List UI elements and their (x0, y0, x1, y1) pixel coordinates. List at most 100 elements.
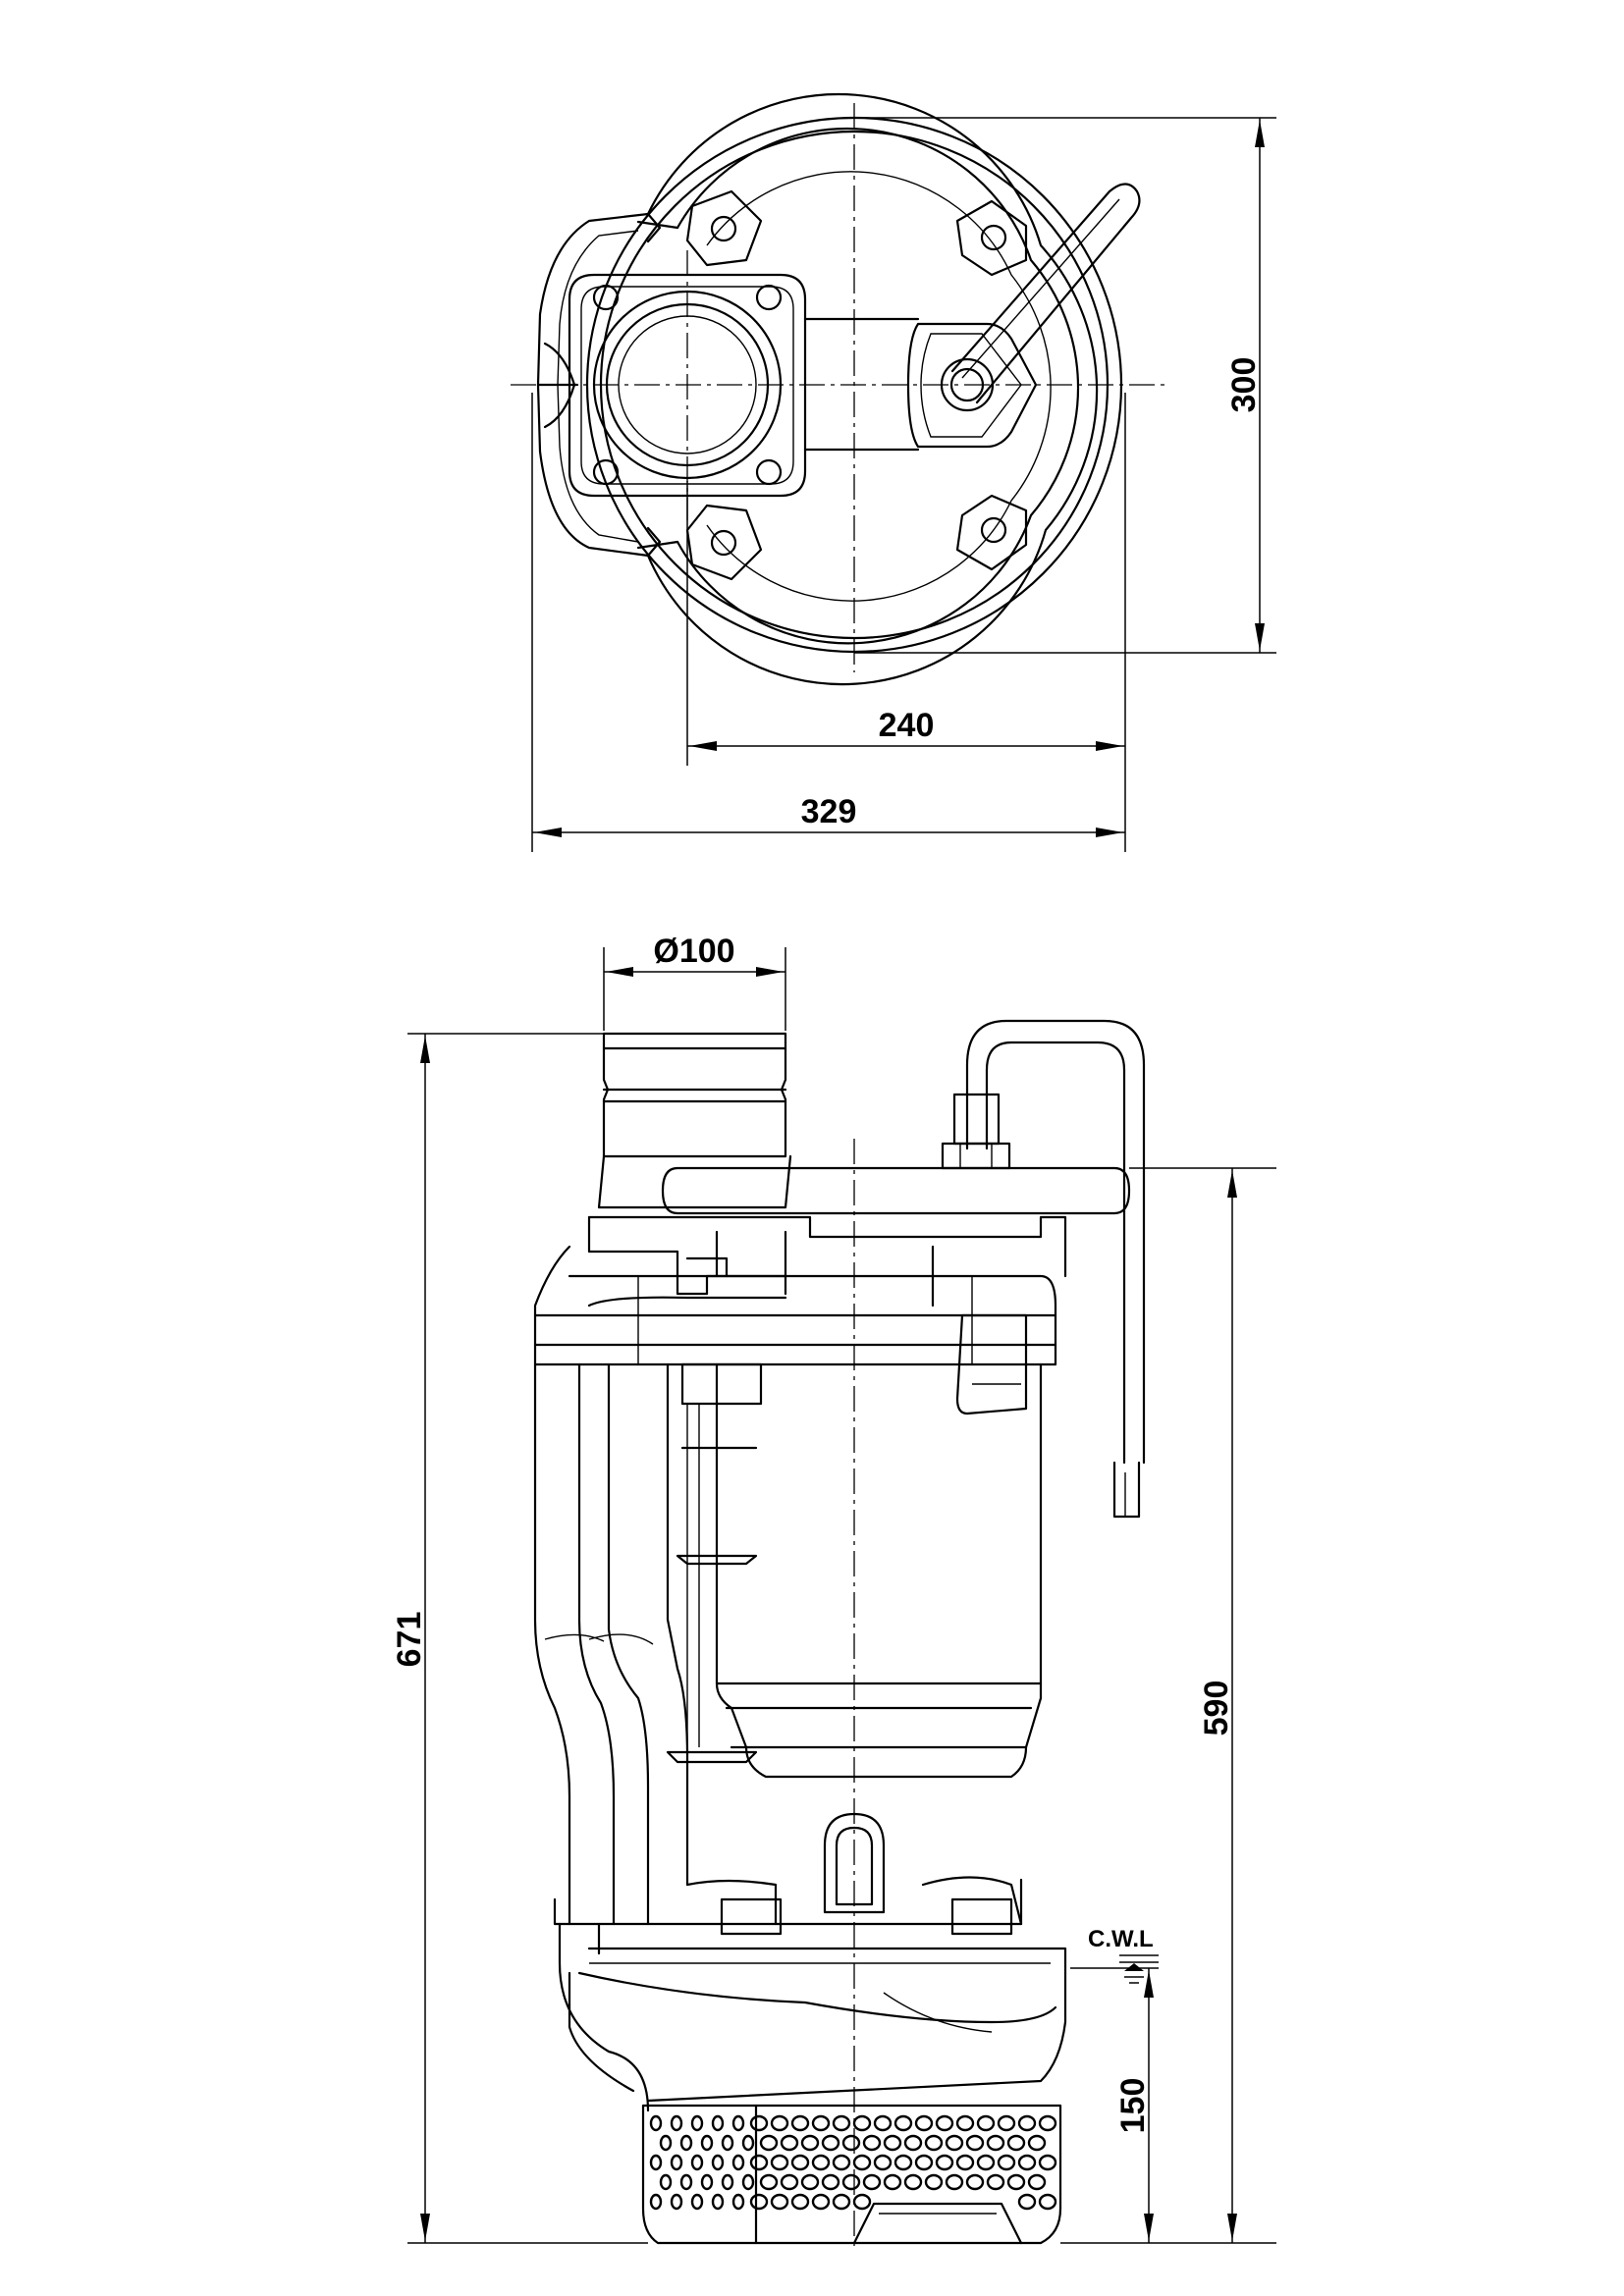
gland-nut-inner (949, 367, 985, 402)
strainer-hole (832, 2154, 851, 2171)
strainer-hole (731, 2193, 745, 2211)
motor-top (533, 1215, 1067, 1366)
outlet-pipe (597, 1032, 792, 1209)
strainer-hole (893, 2114, 913, 2132)
strainer-hole (800, 2173, 820, 2191)
motor-body (666, 1362, 1043, 1779)
strainer-hole (924, 2134, 944, 2152)
lifting-handle (950, 183, 1141, 404)
outlet-bore (605, 302, 770, 467)
dim-300: 300 (854, 117, 1276, 654)
strainer-hole (883, 2134, 902, 2152)
strainer-hole (914, 2154, 934, 2171)
strainer-hole (893, 2154, 913, 2171)
discharge-channel (533, 1362, 689, 1926)
strainer-hole (903, 2134, 923, 2152)
strainer-hole (690, 2114, 704, 2132)
strainer-hole (1017, 2193, 1037, 2211)
cable-gland-body (906, 322, 1038, 449)
ring-lug-bl (685, 504, 763, 581)
ring-lug-tr (955, 199, 1028, 277)
strainer-hole (1038, 2154, 1057, 2171)
strainer-hole (711, 2154, 725, 2171)
strainer-hole (690, 2193, 704, 2211)
water-level-label: C.W.L (1088, 1926, 1154, 1952)
upper-clip (636, 212, 679, 243)
strainer-hole (1027, 2134, 1047, 2152)
strainer-hole (832, 2193, 851, 2211)
strainer-hole (700, 2134, 714, 2152)
dim-329-label: 329 (801, 793, 857, 830)
top-view: 300 240 329 (511, 92, 1276, 852)
strainer-holes (649, 2114, 1057, 2211)
dim-671: 671 (391, 1033, 648, 2244)
lower-housing (553, 1812, 1067, 2112)
strainer-hole (670, 2154, 683, 2171)
dim-671-label: 671 (391, 1612, 428, 1668)
motor-ring-outer (646, 92, 1099, 686)
float-clip-lower (666, 1750, 758, 1764)
strainer-hole (955, 2114, 975, 2132)
cable-end (1112, 1461, 1141, 1519)
strainer-hole (700, 2173, 714, 2191)
strainer-hole (811, 2114, 831, 2132)
strainer-hole (770, 2114, 789, 2132)
strainer-hole (945, 2134, 964, 2152)
strainer-hole (821, 2134, 840, 2152)
handle-bar (661, 1166, 1131, 1215)
strainer-hole (903, 2173, 923, 2191)
strainer-hole (883, 2173, 902, 2191)
strainer-hole (649, 2193, 663, 2211)
cable-gland-inner (920, 333, 1022, 438)
strainer-hole (935, 2114, 954, 2132)
strainer-hole (965, 2173, 985, 2191)
strainer-hole (659, 2173, 673, 2191)
strainer-hole (1038, 2114, 1057, 2132)
strainer-hole (731, 2114, 745, 2132)
dim-590: 590 (1060, 1168, 1276, 2244)
strainer-hole (711, 2114, 725, 2132)
strainer-hole (790, 2193, 810, 2211)
dim-300-label: 300 (1225, 357, 1263, 413)
strainer-hole (811, 2154, 831, 2171)
terminal-box (955, 1313, 1028, 1415)
outlet-inner-bore (618, 315, 757, 454)
strainer-hole (965, 2134, 985, 2152)
strainer-hole (986, 2134, 1005, 2152)
strainer-hole (800, 2134, 820, 2152)
strainer-hole (790, 2154, 810, 2171)
ring-lug-tl (685, 189, 763, 267)
strainer-hole (873, 2154, 893, 2171)
strainer-hole (721, 2134, 734, 2152)
strainer-hole (852, 2114, 872, 2132)
float-clip-upper (676, 1554, 758, 1566)
outlet-outer-circle (592, 290, 783, 480)
lower-lifting-eye (823, 1812, 886, 1914)
lower-clip (636, 526, 679, 558)
flange-bolt-hole-bl (592, 458, 620, 486)
strainer-hole (811, 2193, 831, 2211)
dim-outlet-diameter: Ø100 (603, 933, 786, 1031)
dim-outlet-label: Ø100 (653, 933, 734, 970)
strainer-hole (721, 2173, 734, 2191)
strainer-hole (711, 2193, 725, 2211)
handle-edge (961, 198, 1120, 379)
strainer-hole (670, 2114, 683, 2132)
strainer-hole (852, 2193, 872, 2211)
strainer (641, 2104, 1062, 2245)
outlet-flange (568, 273, 807, 498)
strainer-hole (670, 2193, 683, 2211)
strainer-hole (1017, 2114, 1037, 2132)
gland-stack (941, 1093, 1011, 1170)
dim-240: 240 (686, 393, 1126, 766)
strainer-hole (862, 2173, 882, 2191)
strainer-hole (759, 2173, 779, 2191)
strainer-hole (741, 2134, 755, 2152)
strainer-hole (976, 2114, 996, 2132)
flange-bolt-hole-tr (755, 284, 783, 311)
strainer-hole (790, 2114, 810, 2132)
ring-lug-br (955, 494, 1028, 571)
strainer-hole (976, 2154, 996, 2171)
dim-329: 329 (531, 393, 1126, 852)
